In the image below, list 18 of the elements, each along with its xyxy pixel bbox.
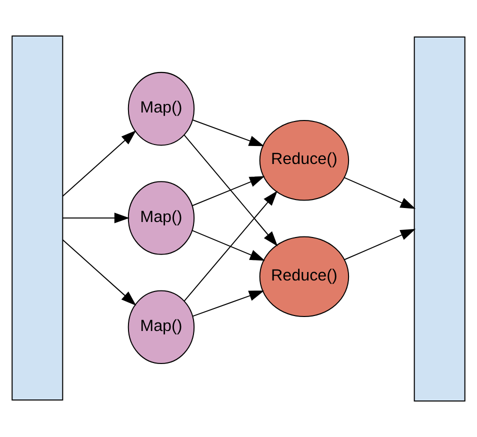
node-box [12, 36, 64, 400]
arrow [62, 212, 130, 224]
arrow [192, 120, 264, 146]
arrow [192, 230, 266, 261]
arrow [192, 290, 264, 317]
arrow [344, 228, 416, 260]
arrow [192, 176, 265, 206]
arrow [184, 190, 278, 302]
node-ellipse: Reduce() [259, 120, 350, 201]
arrow [62, 130, 136, 197]
node-box [414, 36, 466, 402]
node-circle: Map() [128, 290, 195, 364]
arrow [62, 239, 136, 306]
node-circle: Map() [128, 72, 195, 146]
arrow [184, 134, 278, 246]
node-circle: Map() [128, 181, 195, 255]
node-ellipse: Reduce() [259, 236, 350, 318]
arrow [344, 177, 416, 209]
